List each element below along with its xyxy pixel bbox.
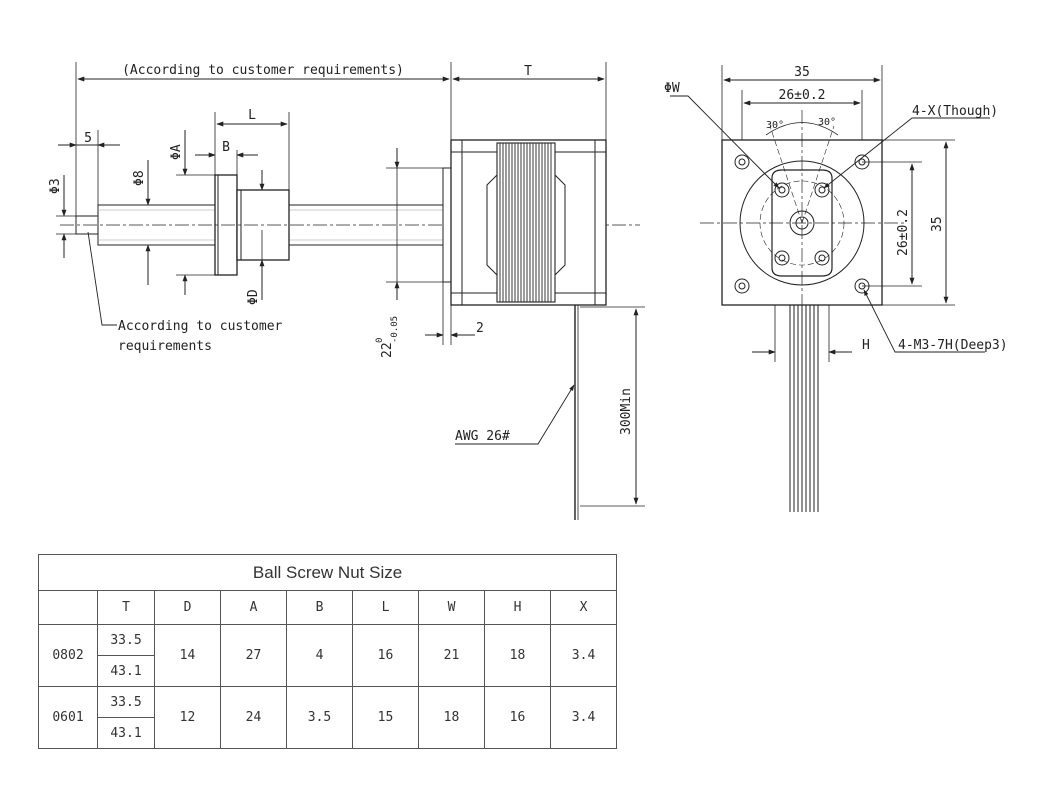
dim-T-label: T — [524, 64, 532, 79]
header-L: L — [352, 590, 419, 625]
dim-35-width-label: 35 — [794, 65, 810, 80]
end-note-line1: According to customer — [118, 319, 283, 334]
header-X: X — [549, 590, 618, 625]
dim-H-label: H — [862, 338, 870, 353]
dim-2-label: 2 — [476, 321, 484, 336]
dim-phiW-label: ΦW — [664, 81, 680, 96]
header-B: B — [286, 590, 353, 625]
dim-phiD-label: ΦD — [246, 289, 261, 305]
t-value-cell: 33.5 — [97, 624, 155, 656]
l-value-cell: 16 — [352, 624, 419, 687]
table-title: Ball Screw Nut Size — [37, 554, 618, 591]
dim-phi8-label: Φ8 — [132, 170, 147, 186]
header-T: T — [97, 590, 155, 625]
a-value-cell: 27 — [220, 624, 287, 687]
d-value-cell: 14 — [154, 624, 221, 687]
dim-35-height-label: 35 — [930, 216, 945, 232]
x-value-cell: 3.4 — [549, 686, 618, 749]
dim-26-height-label: 26±0.2 — [896, 209, 911, 256]
table-row: 0601 33.5 12 24 3.5 15 18 16 3.4 — [38, 686, 618, 749]
h-value-cell: 18 — [484, 624, 551, 687]
w-value-cell: 18 — [418, 686, 485, 749]
a-value-cell: 24 — [220, 686, 287, 749]
front-view-labels: ΦW 35 26±0.2 30° 30° 4-X(Though) 26±0.2 … — [664, 65, 1008, 353]
header-A: A — [220, 590, 287, 625]
header-D: D — [154, 590, 221, 625]
dim-22-tol-upper: 0 — [375, 338, 385, 343]
angle-left-label: 30° — [766, 120, 784, 131]
b-value-cell: 4 — [286, 624, 353, 687]
angle-right-label: 30° — [818, 117, 836, 128]
x-value-cell: 3.4 — [549, 624, 618, 687]
side-view-labels: (According to customer requirements) T 5… — [48, 63, 634, 444]
table-row: 43.1 — [39, 717, 617, 749]
holes-through-label: 4-X(Though) — [912, 104, 998, 119]
d-value-cell: 12 — [154, 686, 221, 749]
dim-5-label: 5 — [84, 131, 92, 146]
w-value-cell: 21 — [418, 624, 485, 687]
header-H: H — [484, 590, 551, 625]
front-view — [670, 65, 990, 512]
b-value-cell: 3.5 — [286, 686, 353, 749]
dim-22-label: 22 — [380, 342, 395, 358]
technical-drawing: (According to customer requirements) T 5… — [48, 62, 1008, 520]
t-value-cell: 43.1 — [97, 717, 155, 749]
dim-26-width-label: 26±0.2 — [779, 88, 826, 103]
header-blank — [38, 590, 98, 625]
dim-22-tol-lower: -0.05 — [390, 316, 400, 343]
dim-phiA-label: ΦA — [169, 144, 184, 160]
l-value-cell: 15 — [352, 686, 419, 749]
ball-screw-nut-size-table: Ball Screw Nut Size T D A B L W H X 0802… — [37, 554, 618, 749]
shaft-length-note: (According to customer requirements) — [122, 63, 404, 78]
table-header-row: T D A B L W H X — [38, 590, 618, 625]
model-cell: 0601 — [38, 686, 98, 749]
tapped-holes-label: 4-M3-7H(Deep3) — [898, 338, 1008, 353]
h-value-cell: 16 — [484, 686, 551, 749]
dim-B-label: B — [222, 140, 230, 155]
table-row: 0802 33.5 14 27 4 16 21 18 3.4 — [38, 624, 618, 687]
t-value-cell: 43.1 — [97, 655, 155, 687]
end-note-line2: requirements — [118, 339, 212, 354]
wire-gauge-label: AWG 26# — [455, 429, 510, 444]
model-cell: 0802 — [38, 624, 98, 687]
header-W: W — [418, 590, 485, 625]
dim-L-label: L — [248, 108, 256, 123]
dim-phi3-label: Φ3 — [48, 178, 63, 194]
t-value-cell: 33.5 — [97, 686, 155, 718]
side-view — [56, 62, 645, 520]
lead-length-label: 300Min — [619, 388, 634, 435]
